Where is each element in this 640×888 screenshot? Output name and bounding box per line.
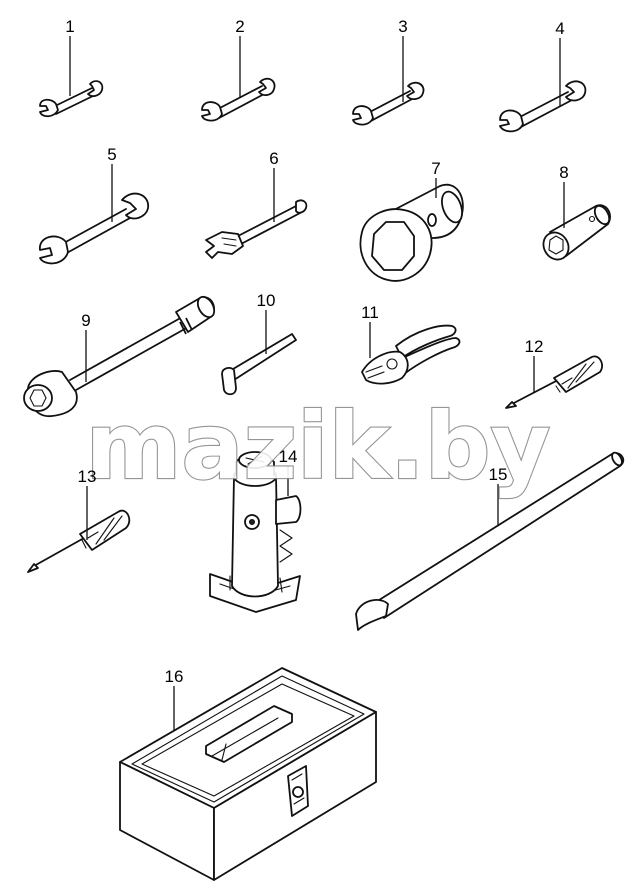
jack-handle-15-drawing [355,451,625,631]
wrench-5-drawing [39,192,149,265]
callout-7: 7 [431,159,440,178]
callout-labels: 1 2 3 4 5 6 7 8 9 10 11 12 13 14 15 16 [65,17,568,686]
hex-key-10-drawing [221,333,297,396]
tool-box-16-drawing [119,667,377,881]
bottle-jack-14-drawing [209,451,302,613]
socket-wrench-9-drawing [23,295,216,417]
leader-lines [69,36,565,730]
callout-15: 15 [489,465,508,484]
callout-14: 14 [279,447,298,466]
wrench-2-drawing [201,77,276,122]
callout-13: 13 [78,467,97,486]
box-spanner-7-drawing [359,183,464,282]
callout-16: 16 [165,667,184,686]
wrench-4-drawing [499,80,587,133]
callout-2: 2 [235,17,244,36]
wrench-3-drawing [352,81,425,126]
wrench-1-drawing [39,80,104,118]
callout-11: 11 [361,303,379,322]
callout-3: 3 [398,17,407,36]
socket-8-drawing [542,204,611,261]
watermark-text: mazik.by [86,393,551,500]
screwdriver-12-drawing [505,355,603,409]
callout-12: 12 [525,337,544,356]
callout-8: 8 [559,163,568,182]
callout-1: 1 [65,17,74,36]
screwdriver-13-drawing [27,509,131,573]
callout-9: 9 [81,311,90,330]
callout-5: 5 [107,145,116,164]
adjustable-wrench-6-drawing [205,199,308,259]
callout-6: 6 [269,149,278,168]
callout-10: 10 [257,291,276,310]
pliers-11-drawing [361,324,461,385]
callout-4: 4 [555,19,564,38]
